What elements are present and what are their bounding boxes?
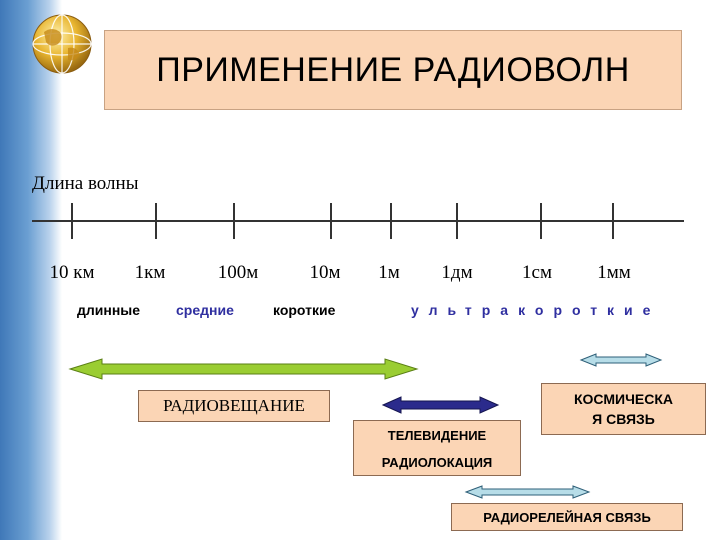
decorative-side-band <box>0 0 62 540</box>
tick-label-1mm: 1мм <box>597 262 631 283</box>
page-title: ПРИМЕНЕНИЕ РАДИОВОЛН <box>156 50 630 89</box>
tick-label-10m: 10м <box>309 262 341 283</box>
radio-relay-label: РАДИОРЕЛЕЙНАЯ СВЯЗЬ <box>483 510 651 525</box>
band-label-ultrashort: ультракороткие <box>411 302 661 318</box>
space-communication-box: КОСМИЧЕСКА Я СВЯЗЬ <box>541 383 706 435</box>
axis-label: Длина волны <box>32 173 139 194</box>
tick-label-1cm: 1см <box>522 262 552 283</box>
tick-mark <box>330 203 332 239</box>
tick-label-1dm: 1дм <box>441 262 473 283</box>
tick-label-1m: 1м <box>378 262 400 283</box>
tick-mark <box>456 203 458 239</box>
band-label-medium: средние <box>176 302 234 318</box>
tick-mark <box>612 203 614 239</box>
space-communication-label-line1: КОСМИЧЕСКА <box>573 391 674 407</box>
tick-label-100m: 100м <box>217 262 259 283</box>
title-banner: ПРИМЕНЕНИЕ РАДИОВОЛН <box>104 30 682 110</box>
globe-icon <box>32 14 92 74</box>
radio-relay-box: РАДИОРЕЛЕЙНАЯ СВЯЗЬ <box>451 503 683 531</box>
radiolocation-label: РАДИОЛОКАЦИЯ <box>381 455 493 470</box>
space-communication-label-line2: Я СВЯЗЬ <box>592 411 655 427</box>
band-label-short: короткие <box>273 302 336 318</box>
television-radiolocation-box: ТЕЛЕВИДЕНИЕ РАДИОЛОКАЦИЯ <box>353 420 521 476</box>
tick-mark <box>390 203 392 239</box>
tick-mark <box>540 203 542 239</box>
television-range-arrow <box>381 396 500 414</box>
wavelength-axis <box>32 220 684 222</box>
television-label: ТЕЛЕВИДЕНИЕ <box>387 428 487 443</box>
broadcast-range-arrow <box>68 358 419 380</box>
tick-mark <box>71 203 73 239</box>
tick-label-1km: 1км <box>134 262 166 283</box>
radio-relay-range-arrow <box>464 485 591 499</box>
space-communication-range-arrow <box>579 353 663 367</box>
band-label-long: длинные <box>77 302 141 318</box>
broadcasting-box: РАДИОВЕЩАНИЕ <box>138 390 330 422</box>
tick-label-10km: 10 км <box>49 262 95 283</box>
tick-mark <box>155 203 157 239</box>
tick-mark <box>233 203 235 239</box>
broadcasting-label: РАДИОВЕЩАНИЕ <box>163 396 305 415</box>
